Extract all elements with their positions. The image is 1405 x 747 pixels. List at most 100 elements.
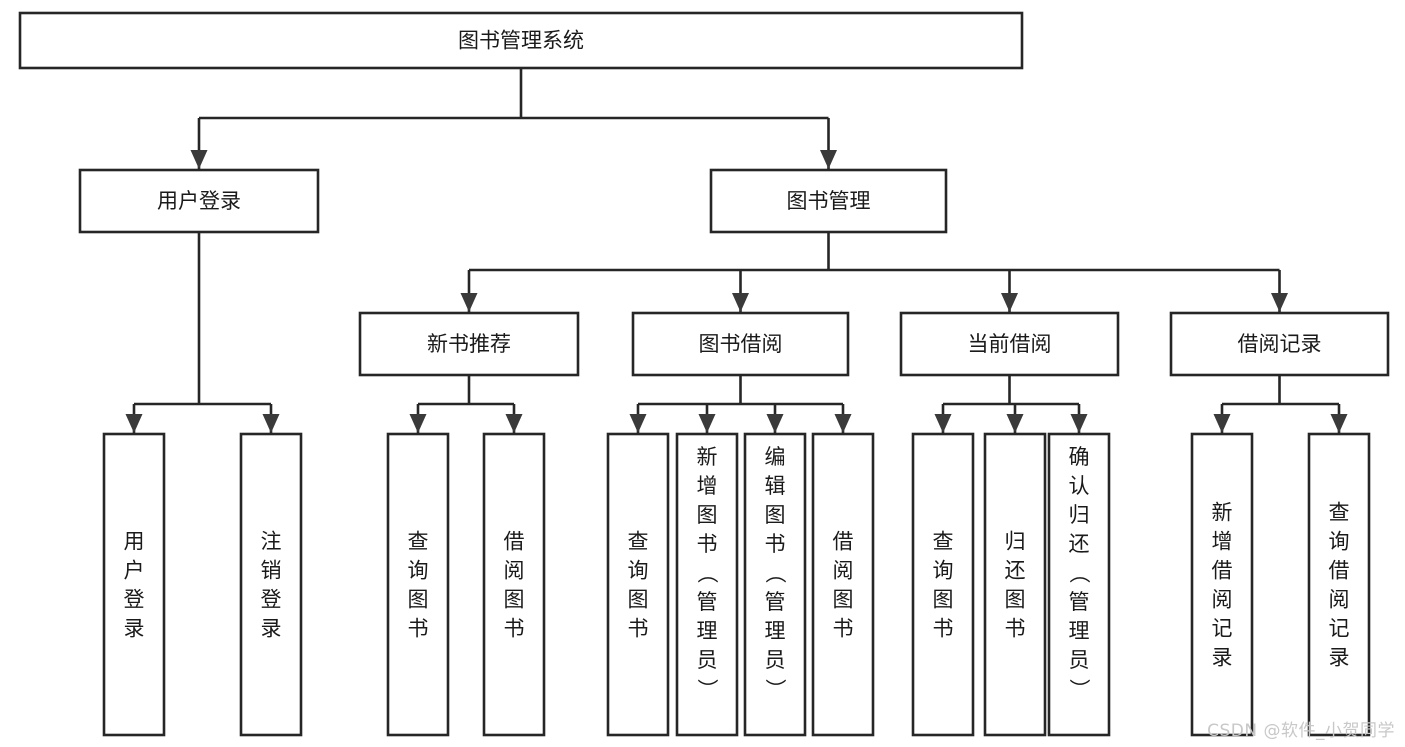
arrow-head-icon (1006, 414, 1024, 433)
node-user-login[interactable]: 用户登录 (78, 168, 320, 234)
node-label-char: 借 (504, 530, 525, 554)
node-label-char: 辑 (765, 474, 786, 498)
node-new-book-rec[interactable]: 新书推荐 (358, 311, 580, 377)
node-label-char: 记 (1212, 617, 1233, 641)
node-label-char: ） (695, 679, 719, 700)
node-label-char: 图 (697, 503, 718, 527)
arrow-head-icon (1001, 293, 1018, 312)
arrow-head-icon (1330, 414, 1348, 433)
arrow-head-icon (1070, 414, 1088, 433)
node-label-char: 还 (1069, 532, 1090, 556)
node-box (1169, 311, 1390, 377)
arrow-head-icon (834, 414, 852, 433)
node-label-char: 查 (408, 530, 429, 554)
arrow-head-icon (766, 414, 784, 433)
node-label-char: 归 (1069, 503, 1090, 527)
node-label-char: 还 (1005, 559, 1026, 583)
node-book-manage[interactable]: 图书管理 (709, 168, 948, 234)
node-label: 图书借阅 (699, 332, 783, 356)
node-label-char: 图 (628, 588, 649, 612)
node-label-char: 员 (1069, 648, 1090, 672)
node-label-char: 员 (697, 648, 718, 672)
arrow-head-icon (1213, 414, 1231, 433)
node-label-char: 销 (261, 559, 282, 583)
node-label-char: 管 (697, 590, 718, 614)
node-box (631, 311, 850, 377)
node-label-char: 书 (408, 617, 429, 641)
node-leaf-user-login[interactable]: 用户登录 (102, 432, 166, 737)
node-label: 当前借阅 (968, 332, 1052, 356)
node-label-char: 录 (1329, 646, 1350, 670)
arrow-head-icon (1271, 293, 1288, 312)
node-label-char: 登 (261, 588, 282, 612)
node-label-char: 阅 (1212, 588, 1233, 612)
node-borrow-record[interactable]: 借阅记录 (1169, 311, 1390, 377)
node-label-char: 图 (933, 588, 954, 612)
node-label-char: （ (1067, 563, 1091, 584)
node-label-char: 询 (408, 559, 429, 583)
arrow-head-icon (732, 293, 749, 312)
arrow-head-icon (820, 150, 837, 169)
node-label-char: 阅 (1329, 588, 1350, 612)
node-label-char: 管 (1069, 590, 1090, 614)
node-current-borrow[interactable]: 当前借阅 (899, 311, 1120, 377)
node-label-char: （ (695, 563, 719, 584)
node-label-char: 录 (124, 617, 145, 641)
node-label-char: 管 (765, 590, 786, 614)
node-label: 用户登录 (157, 189, 241, 213)
node-label-char: 图 (504, 588, 525, 612)
arrow-head-icon (409, 414, 427, 433)
node-box (18, 11, 1024, 70)
arrow-head-icon (460, 293, 478, 312)
node-label-char: 编 (765, 445, 786, 469)
node-box (899, 311, 1120, 377)
node-box (78, 168, 320, 234)
node-label-char: 书 (697, 532, 718, 556)
node-label-char: 借 (1329, 559, 1350, 583)
node-label-char: 新 (1212, 501, 1233, 525)
node-box (911, 432, 975, 737)
node-box (1307, 432, 1371, 737)
node-box (482, 432, 546, 737)
arrow-head-icon (190, 150, 208, 169)
node-label: 新书推荐 (427, 332, 511, 356)
node-label-char: 增 (1212, 530, 1233, 554)
node-box (811, 432, 875, 737)
nodes-layer: 图书管理系统用户登录图书管理新书推荐图书借阅当前借阅借阅记录用户登录注销登录查询… (18, 11, 1390, 737)
node-label-char: ） (763, 679, 787, 700)
arrow-head-icon (262, 414, 280, 433)
node-label-char: 注 (261, 530, 282, 554)
node-box (606, 432, 670, 737)
node-label-char: 图 (833, 588, 854, 612)
node-label-char: 查 (933, 530, 954, 554)
node-label-char: 查 (628, 530, 649, 554)
node-root[interactable]: 图书管理系统 (18, 11, 1024, 70)
node-label-char: 借 (1212, 559, 1233, 583)
node-box (983, 432, 1047, 737)
node-label-char: 书 (628, 617, 649, 641)
node-label-char: 登 (124, 588, 145, 612)
arrow-head-icon (505, 414, 523, 433)
node-label-char: 认 (1069, 474, 1090, 498)
node-label-char: 记 (1329, 617, 1350, 641)
node-label-char: 询 (1329, 530, 1350, 554)
node-label-char: 借 (833, 530, 854, 554)
node-book-borrow[interactable]: 图书借阅 (631, 311, 850, 377)
node-label-char: 录 (261, 617, 282, 641)
node-label-char: 询 (628, 559, 649, 583)
node-label-char: 员 (765, 648, 786, 672)
node-box (1047, 432, 1111, 737)
